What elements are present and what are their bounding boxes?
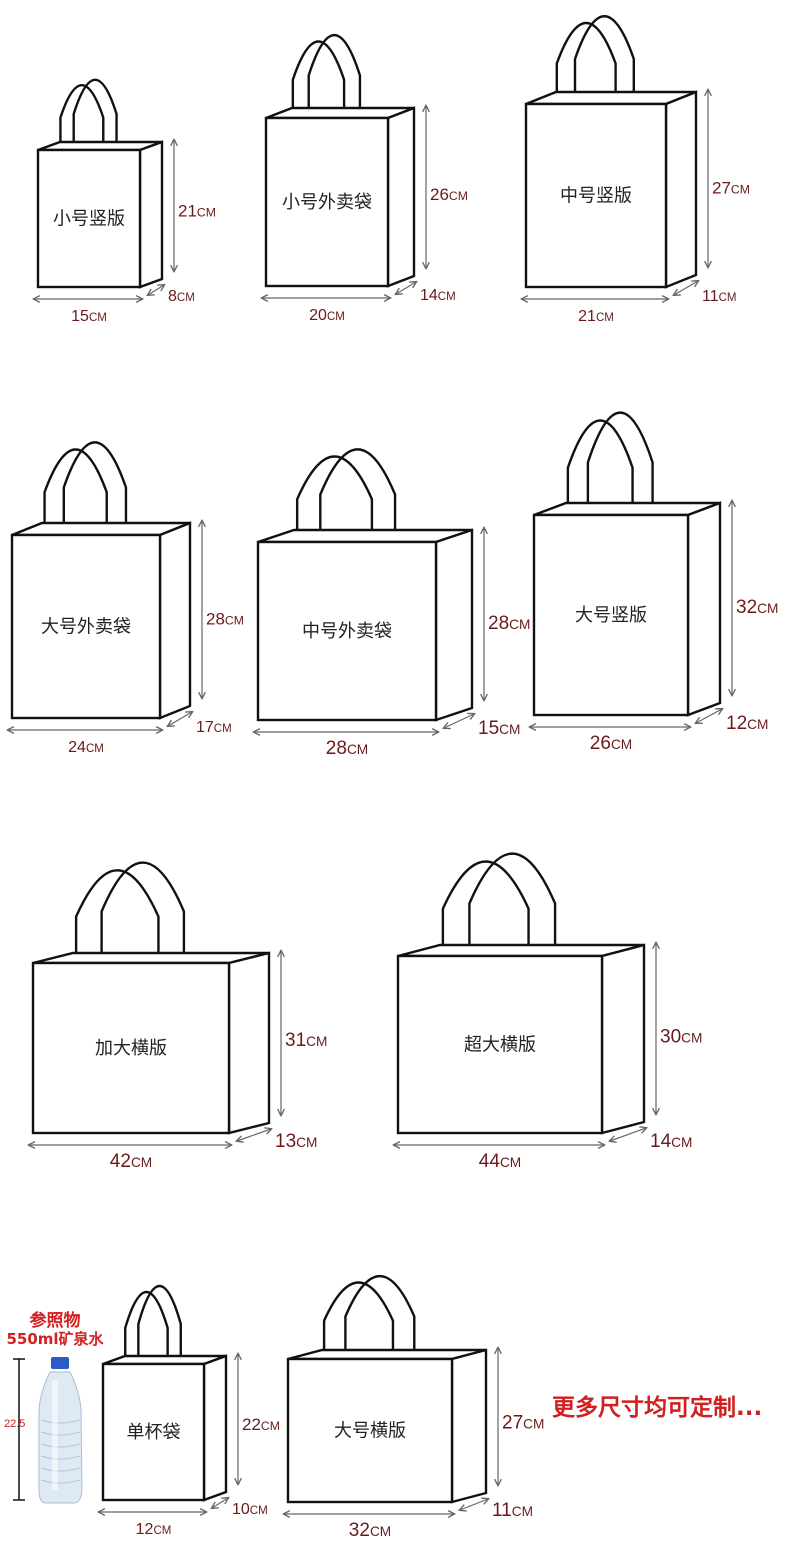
reference-subtitle: 550ml矿泉水	[6, 1330, 104, 1348]
depth-label: 15CM	[478, 718, 520, 739]
height-label: 30CM	[660, 1027, 702, 1048]
width-label: 26CM	[590, 733, 632, 754]
width-label: 28CM	[326, 738, 368, 759]
depth-label: 13CM	[275, 1131, 317, 1152]
depth-label: 12CM	[726, 713, 768, 734]
depth-arrow-icon	[396, 282, 416, 294]
bags-layer: 小号竖版 21CM 15CM 8CM 小号外卖袋 26CM 20CM 14CM 中号竖版 27CM…	[8, 15, 778, 1541]
bag-outline	[10, 521, 192, 720]
handle-icon	[59, 78, 118, 150]
water-bottle-reference	[13, 1357, 83, 1504]
bag-name-label: 单杯袋	[127, 1422, 181, 1443]
bag-outline	[396, 943, 646, 1135]
bag-outline	[264, 106, 416, 288]
bag-outline	[101, 1354, 228, 1502]
width-label: 15CM	[71, 308, 107, 325]
bag-name-label: 小号外卖袋	[282, 192, 372, 213]
bag-name-label: 中号竖版	[560, 186, 632, 207]
bag-7: 加大横版 31CM 42CM 13CM	[29, 861, 327, 1172]
handle-icon	[291, 33, 362, 118]
depth-arrow-icon	[610, 1128, 646, 1141]
bag-name-label: 中号外卖袋	[302, 621, 392, 642]
bag-2: 小号外卖袋 26CM 20CM 14CM	[262, 33, 468, 324]
customization-note: 更多尺寸均可定制...	[552, 1395, 763, 1421]
bag-outline	[36, 140, 164, 289]
depth-arrow-icon	[444, 714, 474, 728]
depth-label: 14CM	[420, 287, 456, 304]
bag-5: 中号外卖袋 28CM 28CM 15CM	[254, 448, 530, 759]
depth-label: 17CM	[196, 719, 232, 736]
bag-name-label: 小号竖版	[53, 209, 125, 230]
depth-label: 14CM	[650, 1131, 692, 1152]
bag-outline	[286, 1348, 488, 1504]
depth-arrow-icon	[674, 281, 698, 295]
depth-label: 11CM	[702, 288, 737, 305]
bag-outline	[256, 528, 474, 722]
bag-name-label: 大号外卖袋	[41, 617, 131, 638]
width-label: 12CM	[136, 1521, 172, 1538]
bag-10: 大号横版 27CM 32CM 11CM	[284, 1274, 544, 1541]
handle-icon	[74, 861, 186, 963]
depth-label: 11CM	[492, 1500, 533, 1521]
bag-8: 超大横版 30CM 44CM 14CM	[394, 852, 702, 1172]
width-label: 42CM	[110, 1151, 152, 1172]
handle-icon	[441, 852, 557, 956]
height-label: 26CM	[430, 185, 468, 204]
depth-arrow-icon	[237, 1129, 271, 1141]
depth-label: 10CM	[232, 1501, 268, 1518]
width-label: 32CM	[349, 1520, 391, 1541]
bottle-height-label: 22.5	[4, 1418, 26, 1430]
height-label: 27CM	[712, 179, 750, 198]
height-label: 21CM	[178, 202, 216, 221]
height-label: 28CM	[488, 613, 530, 634]
height-label: 28CM	[206, 610, 244, 629]
bag-outline	[31, 951, 271, 1135]
handle-icon	[124, 1285, 182, 1364]
depth-label: 8CM	[168, 288, 195, 305]
depth-arrow-icon	[460, 1499, 488, 1510]
reference-title: 参照物	[29, 1311, 81, 1331]
bag-3: 中号竖版 27CM 21CM 11CM	[522, 15, 750, 325]
bag-name-label: 超大横版	[464, 1035, 536, 1056]
height-label: 31CM	[285, 1030, 327, 1051]
depth-arrow-icon	[148, 285, 164, 295]
width-label: 21CM	[578, 308, 614, 325]
bag-6: 大号竖版 32CM 26CM 12CM	[530, 411, 778, 754]
width-label: 20CM	[309, 307, 345, 324]
bag-outline	[532, 501, 722, 717]
handle-icon	[555, 15, 635, 104]
handle-icon	[295, 448, 397, 542]
bottle-icon	[38, 1357, 83, 1504]
depth-arrow-icon	[168, 712, 192, 726]
bag-name-label: 大号竖版	[575, 605, 647, 626]
handle-icon	[566, 411, 654, 515]
handle-icon	[43, 441, 128, 535]
width-label: 24CM	[68, 739, 104, 756]
height-label: 32CM	[736, 597, 778, 618]
bag-name-label: 加大横版	[95, 1038, 167, 1059]
handle-icon	[322, 1274, 416, 1359]
bag-1: 小号竖版 21CM 15CM 8CM	[34, 78, 216, 325]
bag-9: 单杯袋 22CM 12CM 10CM	[99, 1285, 280, 1538]
bag-4: 大号外卖袋 28CM 24CM 17CM	[8, 441, 244, 756]
bag-name-label: 大号横版	[334, 1421, 406, 1442]
bag-outline	[524, 90, 698, 289]
height-label: 22CM	[242, 1415, 280, 1434]
height-label: 27CM	[502, 1413, 544, 1434]
depth-arrow-icon	[212, 1498, 228, 1508]
width-label: 44CM	[479, 1151, 521, 1172]
depth-arrow-icon	[696, 709, 722, 723]
